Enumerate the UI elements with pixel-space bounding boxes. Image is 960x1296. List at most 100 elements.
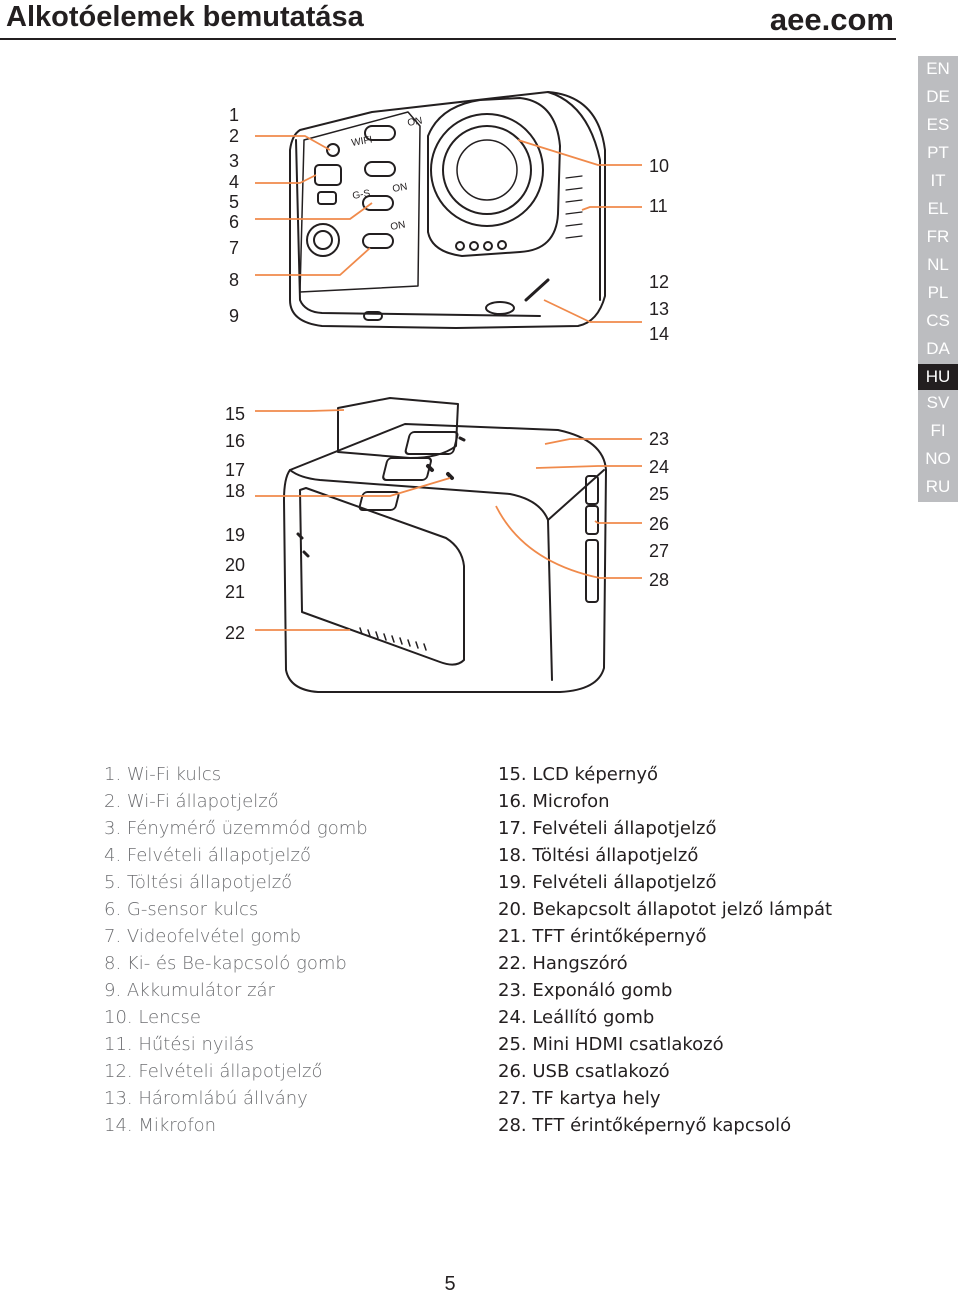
callout-9: 9 <box>229 306 240 326</box>
lens-housing <box>427 97 561 257</box>
switch-panel <box>299 111 421 293</box>
tf-card-slot <box>585 539 599 603</box>
shutter-button <box>404 431 459 455</box>
legend-item-12: 12. Felvételi állapotjelző <box>104 1061 323 1082</box>
callout-11: 11 <box>649 196 668 216</box>
leader-line-18 <box>255 477 451 497</box>
legend-item-1: 1. Wi-Fi kulcs <box>104 764 222 785</box>
status-led-17 <box>426 464 434 472</box>
status-led-19 <box>296 532 304 540</box>
mic-hole <box>458 436 466 442</box>
camera-bottom-top-face <box>289 469 605 521</box>
callout-5: 5 <box>229 192 240 212</box>
lang-tab-hu-active[interactable]: HU <box>918 364 958 390</box>
callout-13: 13 <box>649 299 670 319</box>
lang-tab-ru[interactable]: RU <box>925 477 951 496</box>
lang-tab-en[interactable]: EN <box>926 59 950 78</box>
metering-switch <box>364 161 396 177</box>
legend-item-18: 18. Töltési állapotjelző <box>498 845 699 866</box>
legend-item-10: 10. Lencse <box>104 1007 201 1028</box>
legend-item-27: 27. TF kartya hely <box>498 1088 661 1109</box>
page-number: 5 <box>444 1273 456 1295</box>
lang-tab-pt[interactable]: PT <box>927 143 949 162</box>
lang-tab-es[interactable]: ES <box>926 115 950 134</box>
camera-top-inner-edge <box>295 139 541 317</box>
leader-line-28 <box>495 505 642 579</box>
brand-logo-text: aee.com <box>769 2 894 37</box>
legend-item-26: 26. USB csatlakozó <box>498 1061 670 1082</box>
leader-line-2 <box>255 135 331 151</box>
lang-tab-cs[interactable]: CS <box>926 311 950 330</box>
legend-list-right: 15. LCD képernyő 16. Microfon 17. Felvét… <box>498 761 832 1139</box>
legend-item-7: 7. Videofelvétel gomb <box>104 926 302 947</box>
callout-14: 14 <box>649 324 670 344</box>
camera-top-right-face <box>547 91 601 301</box>
lens-led-1 <box>455 241 465 251</box>
callout-19: 19 <box>225 525 246 545</box>
callout-27: 27 <box>649 541 670 561</box>
status-led-18 <box>446 472 454 480</box>
legend-item-13: 13. Háromlábú állvány <box>104 1088 308 1109</box>
callout-22: 22 <box>225 623 246 643</box>
lang-tab-da[interactable]: DA <box>926 339 950 358</box>
lang-tab-sv[interactable]: SV <box>926 393 950 412</box>
legend-item-28: 28. TFT érintőképernyő kapcsoló <box>498 1115 792 1136</box>
tripod-mount <box>485 301 515 315</box>
leader-line-23 <box>544 438 642 445</box>
lang-tab-el[interactable]: EL <box>927 199 949 218</box>
callout-15: 15 <box>225 404 246 424</box>
leader-line-10 <box>517 139 642 166</box>
camera-bottom-front-edge <box>547 519 553 681</box>
lang-tab-it[interactable]: IT <box>930 171 946 190</box>
callout-24: 24 <box>649 457 670 477</box>
record-button-core <box>313 230 333 250</box>
callout-7: 7 <box>229 238 240 258</box>
tft-screen <box>299 487 465 666</box>
lang-tab-pl[interactable]: PL <box>927 283 949 302</box>
lens-led-3 <box>483 241 493 251</box>
leader-line-8 <box>255 247 371 276</box>
callout-8: 8 <box>229 270 240 290</box>
legend-item-5: 5. Töltési állapotjelző <box>104 872 293 893</box>
usb-port <box>585 505 599 535</box>
camera-top-body-outline <box>289 91 606 329</box>
lens-led-2 <box>469 241 479 251</box>
leader-line-26 <box>594 520 642 524</box>
hdmi-port <box>585 475 599 505</box>
camera-bottom-body-outline <box>283 423 607 693</box>
legend-item-14: 14. Mikrofon <box>104 1115 217 1136</box>
leader-line-24 <box>535 465 642 469</box>
cooling-vent <box>565 175 583 239</box>
wifi-switch <box>364 125 396 141</box>
legend-item-17: 17. Felvételi állapotjelző <box>498 818 717 839</box>
lens-inner-ring <box>442 125 532 215</box>
metering-button <box>314 164 342 186</box>
callout-16: 16 <box>225 431 246 451</box>
camera-illustration: WIFI ON G-S ON ON <box>255 91 642 693</box>
touch-switch-button <box>358 491 400 511</box>
legend-item-23: 23. Exponáló gomb <box>498 980 673 1001</box>
lang-tab-nl[interactable]: NL <box>927 255 949 274</box>
legend-list-left: 1. Wi-Fi kulcs 2. Wi-Fi állapotjelző 3. … <box>104 761 368 1139</box>
callout-1: 1 <box>229 105 240 125</box>
legend-item-6: 6. G-sensor kulcs <box>104 899 259 920</box>
callout-2: 2 <box>229 126 240 146</box>
legend-item-22: 22. Hangszóró <box>498 953 628 974</box>
callout-17: 17 <box>225 460 246 480</box>
lens-glass <box>456 139 518 201</box>
stop-button <box>382 457 432 481</box>
lang-tab-fi[interactable]: FI <box>930 421 946 440</box>
callout-25: 25 <box>649 484 670 504</box>
legend-item-3: 3. Fénymérő üzemmód gomb <box>104 818 368 839</box>
battery-lock <box>363 311 383 321</box>
leader-line-16 <box>255 409 345 412</box>
legend-item-16: 16. Microfon <box>498 791 610 812</box>
legend-item-24: 24. Leállító gomb <box>498 1007 655 1028</box>
lang-tab-no[interactable]: NO <box>925 449 951 468</box>
charge-led <box>317 191 337 205</box>
lang-tab-de[interactable]: DE <box>926 87 950 106</box>
legend-item-25: 25. Mini HDMI csatlakozó <box>498 1034 724 1055</box>
legend-item-19: 19. Felvételi állapotjelző <box>498 872 717 893</box>
lang-tab-fr[interactable]: FR <box>926 227 950 246</box>
callout-18: 18 <box>225 481 246 501</box>
